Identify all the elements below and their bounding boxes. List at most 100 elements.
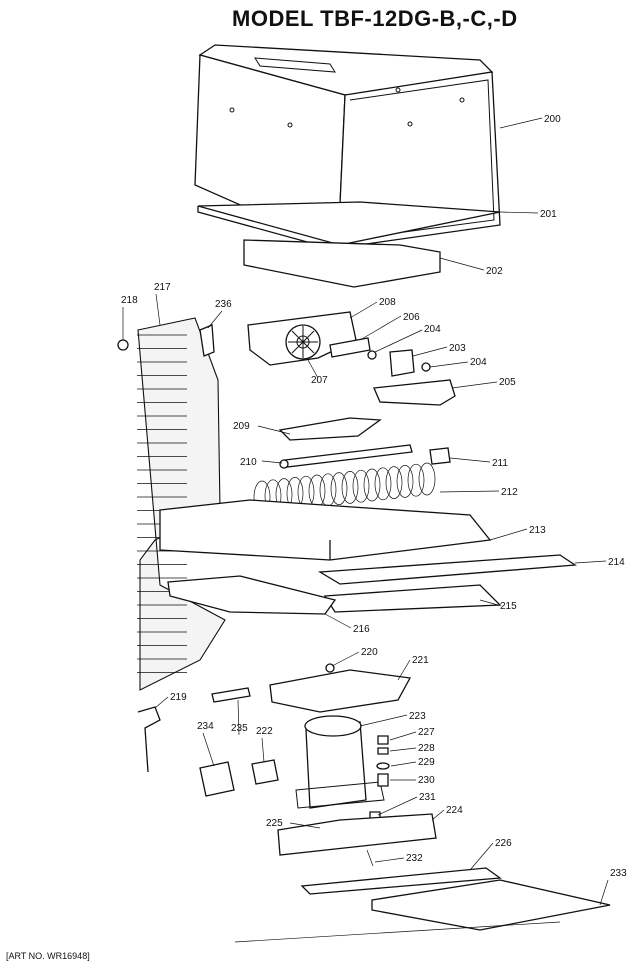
callout-229: 229 (418, 757, 435, 768)
leader-line (307, 359, 319, 379)
part-230-bolt (377, 773, 389, 787)
callout-228: 228 (418, 743, 435, 754)
callout-219: 219 (170, 692, 187, 703)
part-233-shelf (371, 879, 611, 931)
leader-line (469, 842, 494, 871)
callout-234: 234 (197, 721, 214, 732)
evaporator-loop (418, 462, 436, 496)
part-218-grommet (117, 339, 129, 351)
leader-line (374, 857, 405, 863)
leader-line (261, 737, 265, 763)
callout-211: 211 (492, 458, 508, 469)
part-213-drain-pan (159, 499, 492, 561)
part-210-end (279, 459, 289, 469)
leader-line (574, 560, 607, 564)
callout-209: 209 (233, 421, 250, 432)
evaporator-loop (374, 467, 392, 501)
leader-line (155, 293, 161, 326)
part-233-rod (234, 921, 561, 943)
part-226-rail (300, 867, 502, 895)
callout-227: 227 (418, 727, 435, 738)
leader-line (499, 211, 539, 214)
callout-221: 221 (412, 655, 429, 666)
leader-line (289, 822, 321, 829)
callout-213: 213 (529, 525, 546, 536)
part-215-tray (323, 584, 502, 613)
part-235-tube (211, 687, 251, 703)
part-232-screw (366, 849, 374, 867)
callout-218: 218 (121, 295, 138, 306)
callout-212: 212 (501, 487, 518, 498)
part-214-rail (317, 554, 577, 585)
leader-line (257, 425, 291, 435)
leader-line (349, 301, 378, 319)
leader-line (202, 732, 215, 767)
evaporator-loop (396, 465, 414, 498)
leader-line (377, 796, 418, 816)
part-206-clip (329, 337, 371, 358)
part-217-condenser (137, 317, 226, 691)
leader-line (154, 696, 169, 709)
evaporator-loop (330, 472, 348, 505)
part-208-fan-bracket (247, 311, 357, 366)
part-222-capacitor (251, 759, 279, 785)
callout-210: 210 (240, 457, 257, 468)
callout-207: 207 (311, 375, 328, 386)
leader-line (451, 381, 498, 389)
leader-line (439, 490, 500, 493)
part-221-drain-pan (269, 669, 412, 713)
leader-line (412, 346, 448, 357)
part-229-washer (376, 762, 390, 770)
callout-200: 200 (544, 114, 561, 125)
leader-line (449, 457, 491, 463)
callout-204: 204 (424, 324, 441, 335)
evaporator-loop (352, 469, 370, 503)
callout-215: 215 (500, 601, 517, 612)
callout-208: 208 (379, 297, 396, 308)
leader-line (359, 714, 408, 727)
part-228-sleeve (377, 747, 389, 755)
leader-line (390, 761, 417, 767)
callout-206: 206 (403, 312, 420, 323)
part-234-relay (199, 761, 235, 797)
part-236-bracket (199, 324, 215, 357)
callout-203: 203 (449, 343, 466, 354)
leader-line (429, 361, 469, 368)
part-219-cord (137, 706, 161, 773)
callout-225: 225 (266, 818, 283, 829)
callout-205: 205 (499, 377, 516, 388)
evaporator-loop (341, 471, 359, 504)
part-227-grommet (377, 735, 389, 745)
part-209-bracket (278, 417, 382, 441)
part-211-sensor (429, 447, 451, 465)
callout-233: 233 (610, 868, 627, 879)
diagram-title: MODEL TBF-12DG-B,-C,-D (232, 6, 518, 31)
callout-220: 220 (361, 647, 378, 658)
leader-line (207, 310, 223, 329)
evaporator-loop (385, 466, 403, 499)
callout-204: 204 (470, 357, 487, 368)
leader-line (489, 528, 528, 541)
leader-line (374, 329, 423, 353)
leader-line (324, 613, 352, 629)
art-number: [ART NO. WR16948] (6, 951, 90, 961)
callout-214: 214 (608, 557, 625, 568)
part-202-panel (243, 239, 441, 288)
callout-223: 223 (409, 711, 426, 722)
part-223-compressor (295, 715, 385, 809)
callout-235: 235 (231, 723, 248, 734)
callout-224: 224 (446, 805, 463, 816)
callout-222: 222 (256, 726, 273, 737)
callout-202: 202 (486, 266, 503, 277)
callout-236: 236 (215, 299, 232, 310)
part-205-bracket (373, 379, 456, 406)
callout-232: 232 (406, 853, 423, 864)
callout-201: 201 (540, 209, 557, 220)
callout-226: 226 (495, 838, 512, 849)
leader-line (479, 599, 499, 606)
leader-line (261, 460, 283, 464)
part-203-thermostat (389, 349, 415, 377)
leader-line (499, 117, 543, 129)
callout-230: 230 (418, 775, 435, 786)
